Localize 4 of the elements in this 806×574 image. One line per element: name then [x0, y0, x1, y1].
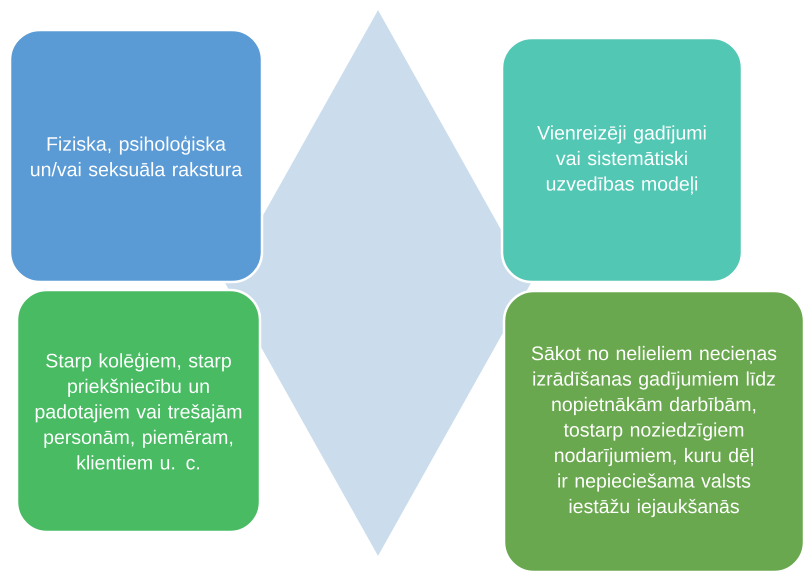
rounded-box: Sākot no nelieliem necieņas izrādīšanas gadījumiem līdz nopietnākām darbībām, tostarp noziedzīgiem nodarījumiem, kuru dēļ ir nepieciešama valsts iestāžu iejaukšanās: [502, 290, 806, 574]
rounded-box: Vienreizēji gadījumi vai sistemātiski uzvedības modeļi: [500, 36, 744, 284]
rounded-box: Starp kolēģiem, starp priekšniecību un padotajiem vai trešajām personām, piemēram, klientiem u. c.: [16, 288, 262, 534]
rounded-box: Fiziska, psiholoģiska un/vai seksuāla rakstura: [8, 28, 264, 284]
